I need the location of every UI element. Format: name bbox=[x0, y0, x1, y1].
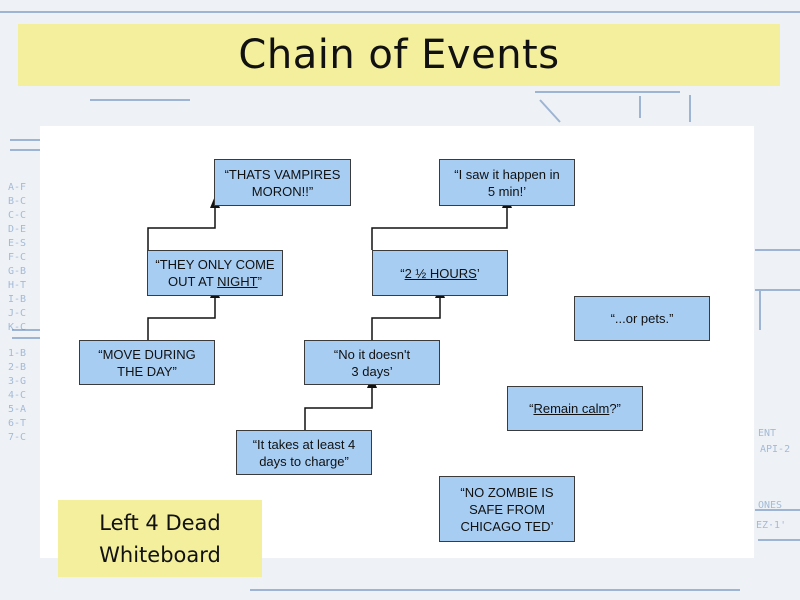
node-text-line: 5 min!’ bbox=[487, 183, 527, 199]
node-text-part: OUT AT bbox=[168, 274, 218, 289]
node-text-line: OUT AT NIGHT” bbox=[155, 273, 274, 290]
slide-title: Chain of Events bbox=[238, 32, 560, 78]
node-text-part: “ bbox=[529, 401, 534, 416]
svg-text:H-T: H-T bbox=[8, 280, 26, 291]
node-text-line: 3 days’ bbox=[351, 363, 393, 379]
node-text-line: “No it doesn't bbox=[333, 346, 411, 362]
svg-text:1-B: 1-B bbox=[8, 348, 26, 359]
svg-text:EZ·1': EZ·1' bbox=[756, 520, 786, 531]
node-text-part: ?” bbox=[609, 401, 621, 416]
node-text-line: “...or pets.” bbox=[610, 311, 674, 326]
node-text-line: “NO ZOMBIE IS bbox=[460, 484, 554, 500]
node-only-come-out-at-night: “THEY ONLY COME OUT AT NIGHT” bbox=[147, 250, 283, 296]
svg-text:K-C: K-C bbox=[8, 322, 26, 333]
underlined-text: NIGHT bbox=[217, 274, 258, 289]
node-move-during-the-day: “MOVE DURING THE DAY” bbox=[79, 340, 215, 385]
svg-text:ONES: ONES bbox=[758, 500, 782, 511]
node-text-part: “ bbox=[400, 265, 405, 281]
node-saw-it-happen: “I saw it happen in 5 min!’ bbox=[439, 159, 575, 206]
node-text-line: SAFE FROM bbox=[469, 501, 545, 517]
node-no-zombie-is-safe: “NO ZOMBIE IS SAFE FROM CHICAGO TED’ bbox=[439, 476, 575, 542]
node-text-line: THE DAY” bbox=[117, 363, 177, 379]
svg-text:3-G: 3-G bbox=[8, 376, 26, 387]
svg-text:4-C: 4-C bbox=[8, 390, 26, 401]
svg-text:E-S: E-S bbox=[8, 238, 26, 249]
svg-text:F-C: F-C bbox=[8, 252, 26, 263]
node-text-part: ” bbox=[257, 274, 262, 289]
node-text-part: ’ bbox=[476, 265, 480, 281]
node-text-line: CHICAGO TED’ bbox=[460, 518, 554, 534]
caption-box: Left 4 Dead Whiteboard bbox=[58, 500, 262, 577]
underlined-text: Remain calm bbox=[533, 401, 610, 416]
svg-text:5-A: 5-A bbox=[8, 404, 26, 415]
caption-line: Whiteboard bbox=[99, 542, 221, 567]
node-text-line: “THATS VAMPIRES bbox=[224, 166, 341, 182]
caption-line: Left 4 Dead bbox=[99, 510, 221, 535]
svg-text:D-E: D-E bbox=[8, 224, 26, 235]
svg-text:ENT: ENT bbox=[758, 428, 776, 439]
svg-text:J-C: J-C bbox=[8, 308, 26, 319]
svg-text:API-2: API-2 bbox=[760, 444, 790, 455]
svg-text:I-B: I-B bbox=[8, 294, 26, 305]
node-text-line: days to charge” bbox=[259, 453, 349, 469]
svg-text:B-C: B-C bbox=[8, 196, 26, 207]
node-remain-calm: “Remain calm?” bbox=[507, 386, 643, 431]
node-two-and-half-hours: “2 ½ HOURS’ bbox=[372, 250, 508, 296]
node-text-line: “MOVE DURING bbox=[98, 346, 196, 362]
underlined-text: 2 ½ HOURS bbox=[404, 265, 477, 281]
svg-text:G-B: G-B bbox=[8, 266, 26, 277]
node-thats-vampires: “THATS VAMPIRES MORON!!” bbox=[214, 159, 351, 206]
svg-text:A-F: A-F bbox=[8, 182, 26, 193]
svg-text:C-C: C-C bbox=[8, 210, 26, 221]
node-or-pets: “...or pets.” bbox=[574, 296, 710, 341]
svg-text:6-T: 6-T bbox=[8, 418, 26, 429]
svg-text:7-C: 7-C bbox=[8, 432, 26, 443]
node-text-line: MORON!!” bbox=[251, 183, 314, 199]
node-text-line: “I saw it happen in bbox=[454, 166, 560, 182]
title-banner: Chain of Events bbox=[18, 24, 780, 86]
svg-text:2-B: 2-B bbox=[8, 362, 26, 373]
node-takes-four-days: “It takes at least 4 days to charge” bbox=[236, 430, 372, 475]
node-no-it-doesnt: “No it doesn't 3 days’ bbox=[304, 340, 440, 385]
node-text-line: “It takes at least 4 bbox=[252, 436, 356, 452]
node-text-line: “THEY ONLY COME bbox=[155, 257, 275, 272]
